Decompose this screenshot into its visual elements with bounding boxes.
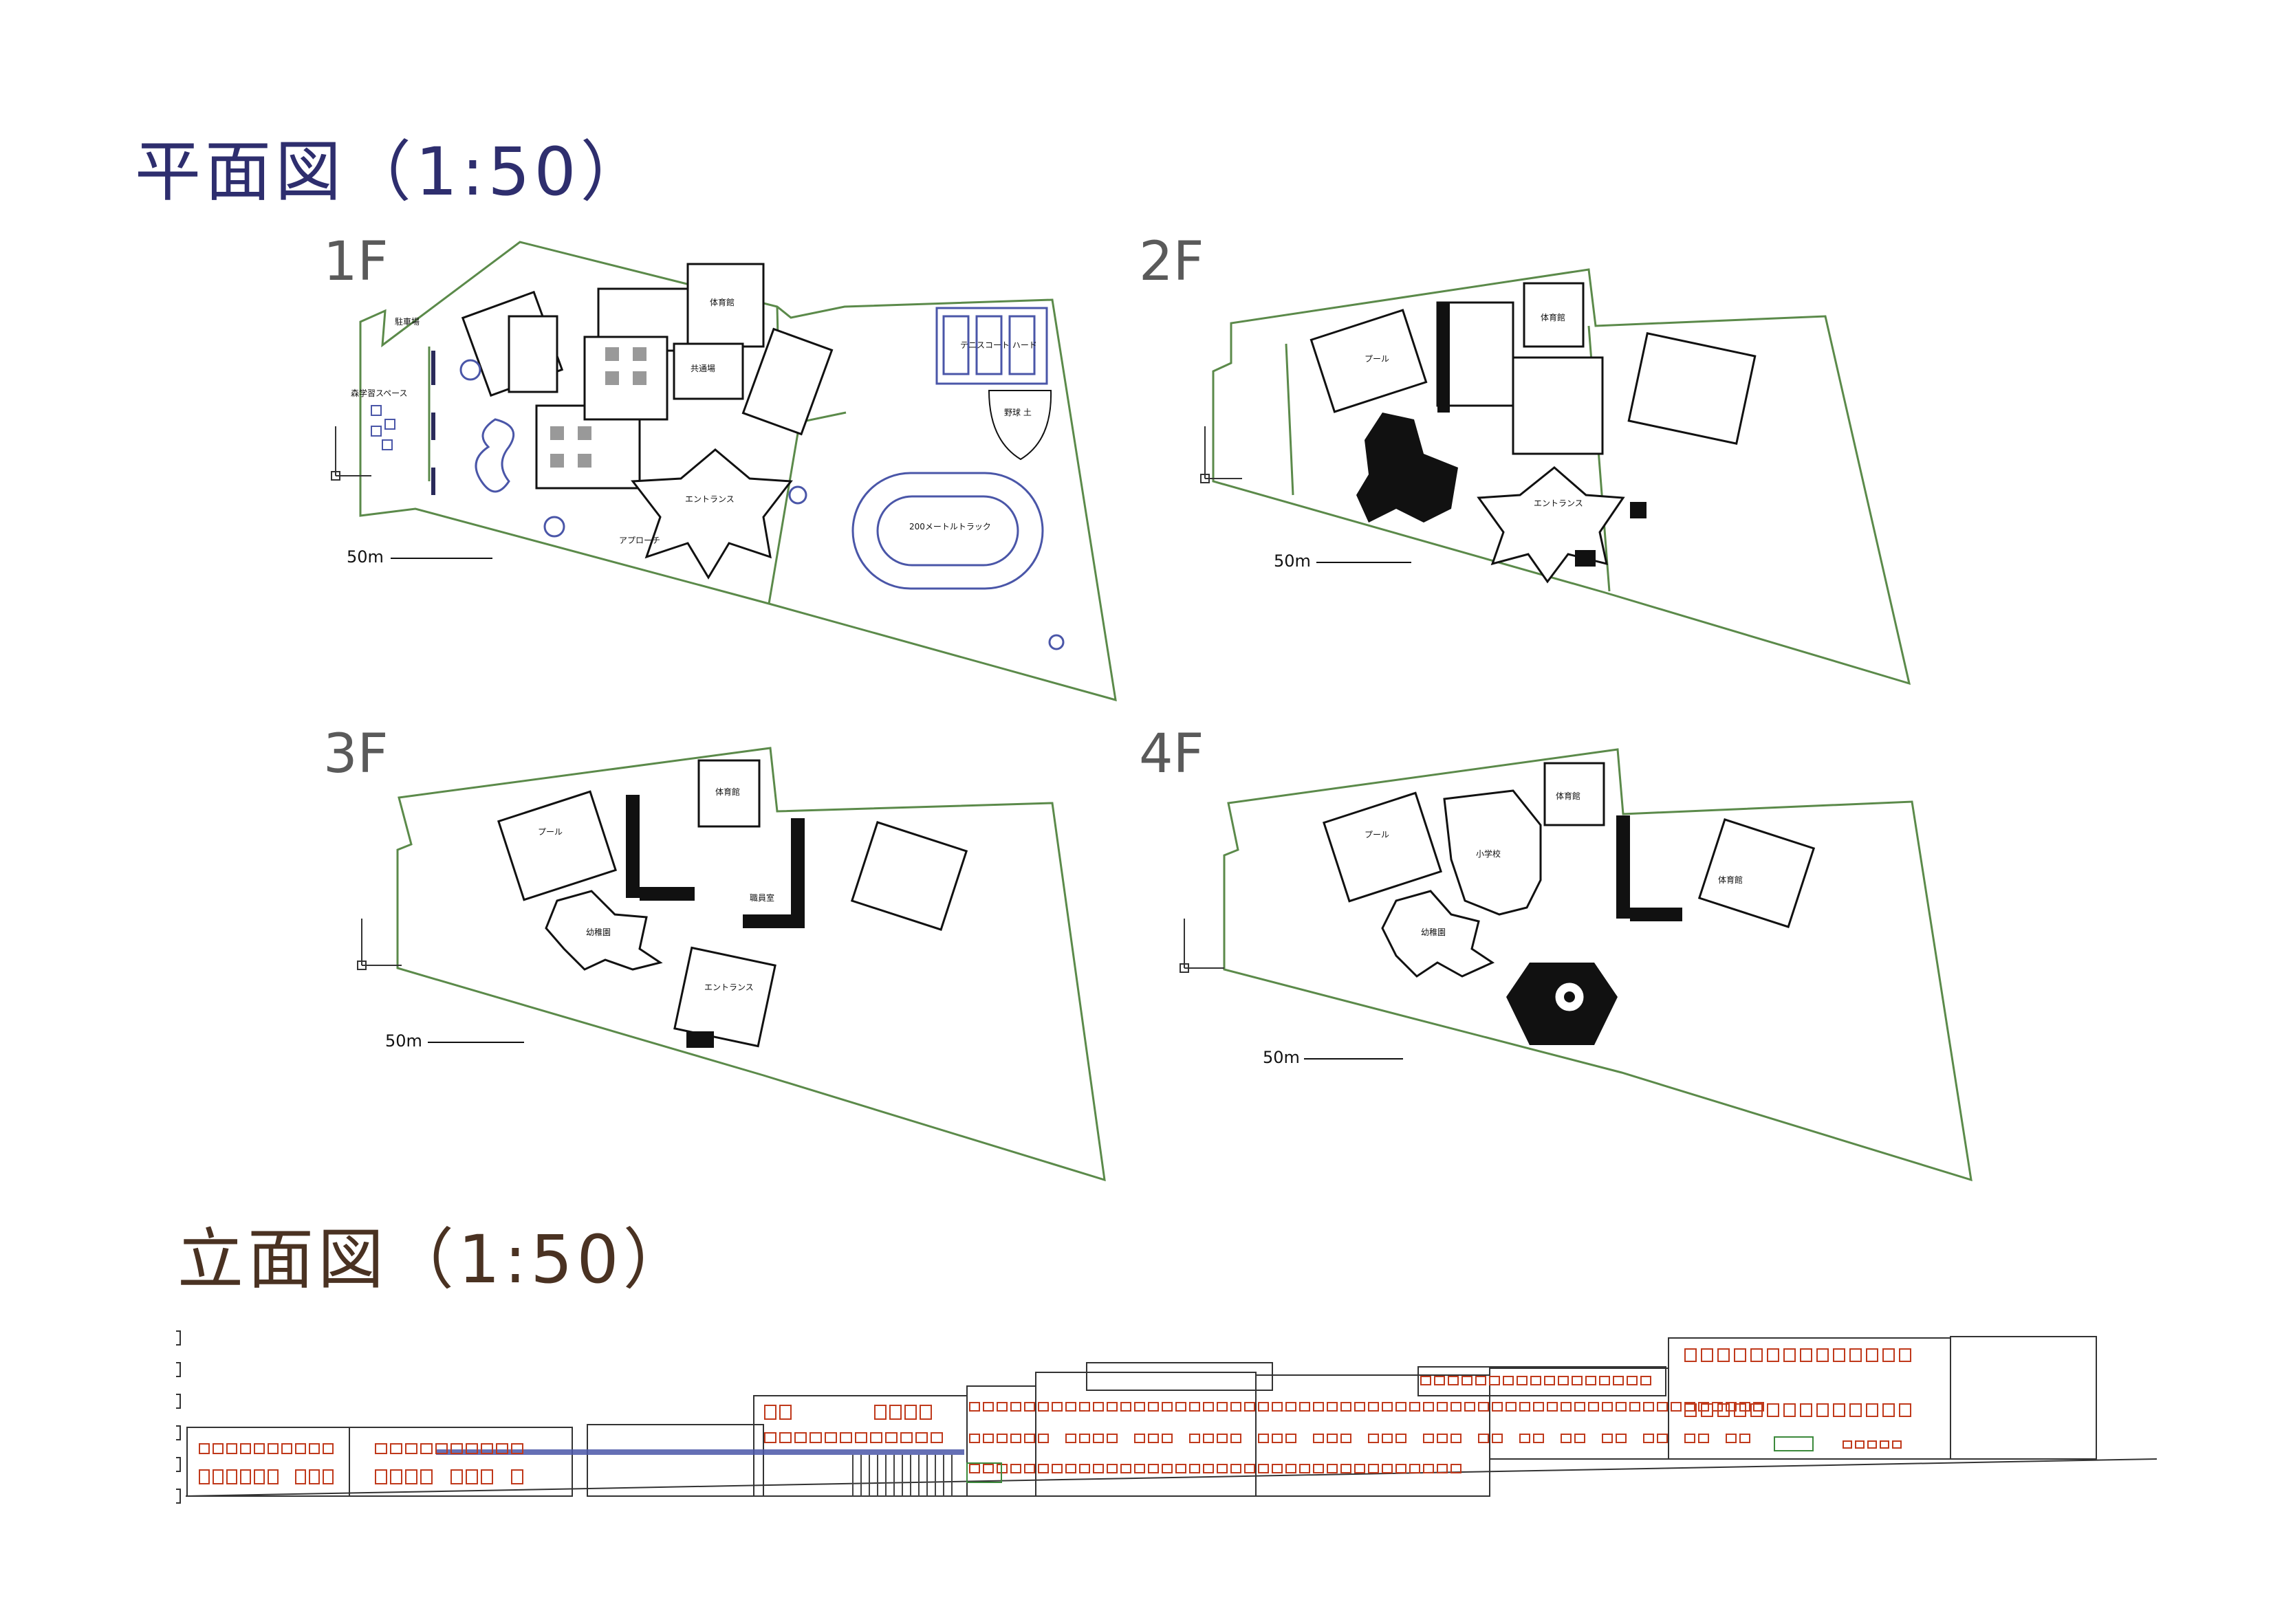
floor-label-2f: 2F [1139, 231, 1204, 293]
room-gathering-1f: 共通場 [691, 364, 715, 373]
scale-label-3f: 50m [385, 1031, 422, 1051]
room-entrance-3f: エントランス [704, 983, 754, 992]
room-pool-4f: プール [1365, 830, 1389, 840]
room-parking-1f: 駐車場 [395, 316, 420, 327]
site-boundary-2f [1212, 268, 1911, 685]
room-gym-4f: 体育館 [1556, 791, 1580, 801]
room-entrance-2f: エントランス [1534, 498, 1583, 508]
room-pool-2f: プール [1365, 354, 1389, 364]
plan-heading: 平面図（1:50） [135, 133, 651, 210]
scale-label-4f: 50m [1263, 1048, 1300, 1067]
room-gym-3f: 体育館 [715, 787, 740, 797]
floor-label-1f: 1F [323, 231, 389, 293]
room-approach-1f: アプローチ [619, 536, 660, 545]
elevation-windows [199, 1348, 1911, 1484]
room-elementary-4f: 小学校 [1476, 848, 1501, 859]
site-boundary-3f [396, 747, 1106, 1182]
scale-bar-1f: 50m [347, 547, 492, 567]
room-gym-2f: 体育館 [1541, 312, 1565, 322]
floor-label-3f: 3F [323, 723, 389, 785]
site-boundary-4f [1223, 748, 1973, 1182]
room-gym-1f: 体育館 [710, 297, 735, 307]
room-gym2-4f: 体育館 [1718, 875, 1743, 885]
room-entrance-1f: エントランス [685, 494, 735, 504]
scale-bar-4f: 50m [1263, 1048, 1403, 1067]
room-pool-3f: プール [538, 827, 563, 837]
site-boundary-1f [359, 241, 1117, 702]
scale-bar-2f: 50m [1274, 551, 1411, 571]
elevation-heading: 立面図（1:50） [177, 1221, 693, 1298]
room-track-1f: 200メートルトラック [909, 522, 991, 531]
room-kindergarten-4f: 幼稚園 [1421, 928, 1446, 937]
scale-label-1f: 50m [347, 547, 384, 567]
room-baseball-1f: 野球 土 [1004, 408, 1032, 417]
room-tennis-1f: テニスコート ハード [960, 340, 1037, 350]
room-small-3f: 職員室 [750, 892, 774, 903]
scale-label-2f: 50m [1274, 551, 1311, 571]
floor-label-4f: 4F [1139, 723, 1204, 785]
scale-bar-3f: 50m [385, 1031, 524, 1051]
level-marks [176, 1330, 181, 1504]
room-kindergarten-3f: 幼稚園 [586, 928, 611, 937]
room-study-1f: 森学習スペース [351, 388, 408, 398]
